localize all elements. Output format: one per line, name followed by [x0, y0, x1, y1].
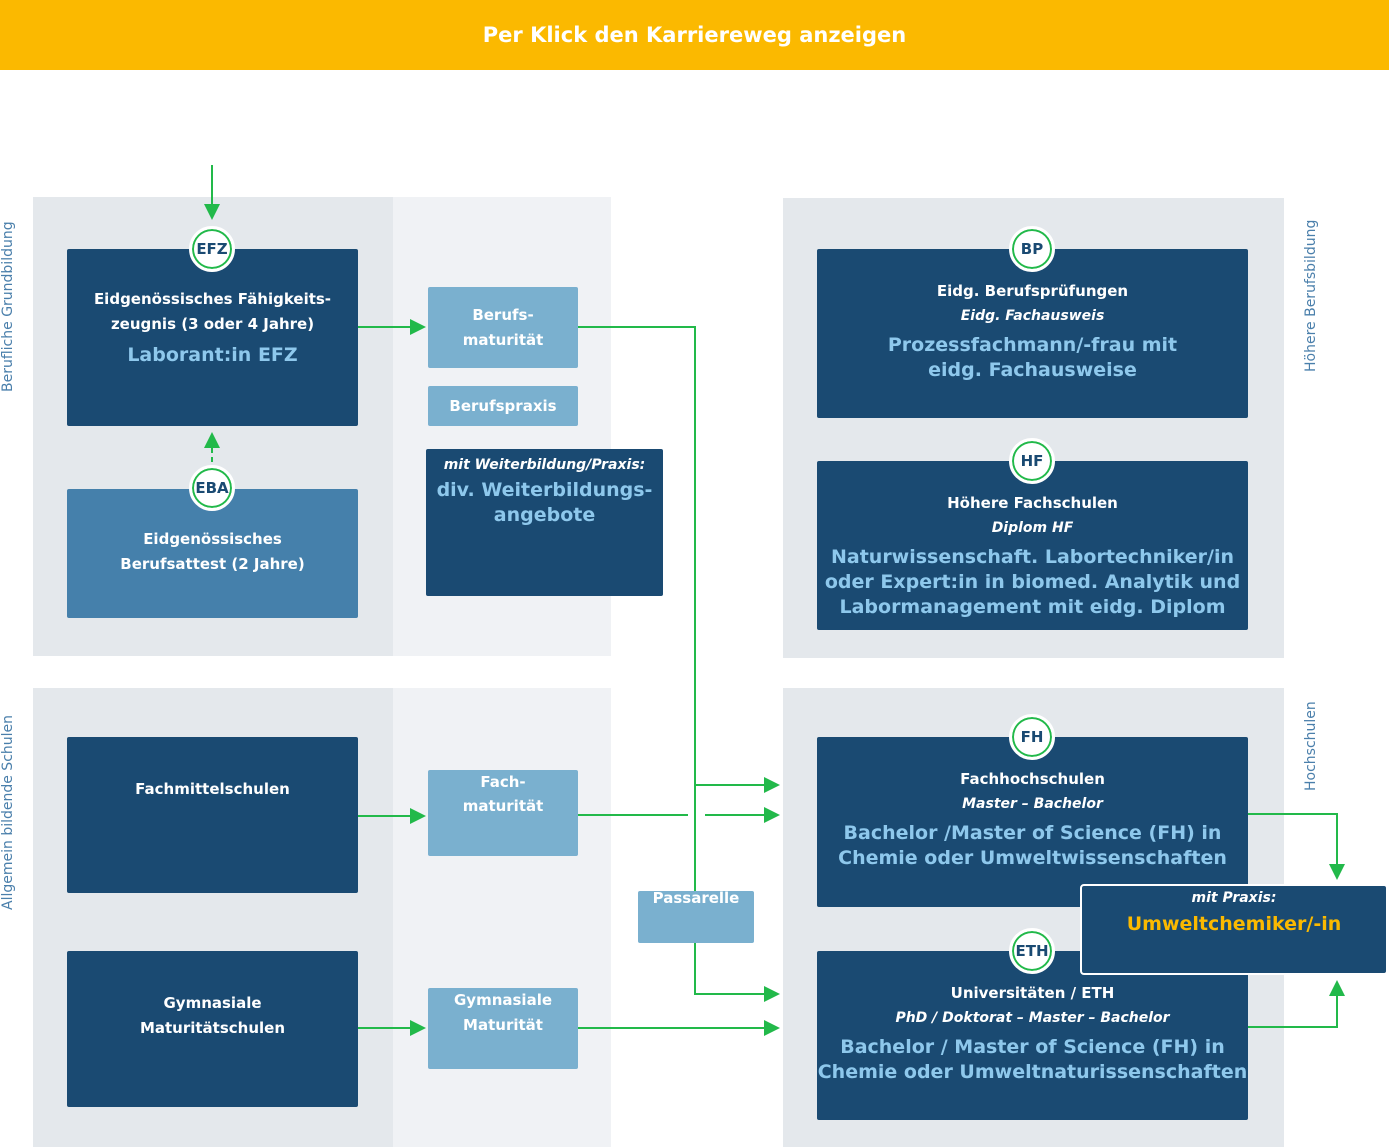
hf-box[interactable]: Höhere Fachschulen Diplom HF Naturwissen… — [817, 461, 1248, 630]
fh-badge: FH — [1009, 714, 1055, 760]
efz-line1: Eidgenössisches Fähigkeits- — [93, 290, 332, 308]
eth-title: Universitäten / ETH — [950, 984, 1115, 1002]
fachmaturitaet-box[interactable]: Fach- maturität — [428, 770, 578, 856]
weiterbildung-line1: div. Weiterbildungs- — [436, 479, 653, 501]
berufspraxis-box[interactable]: Berufspraxis — [428, 386, 578, 426]
header-banner[interactable]: Per Klick den Karriereweg anzeigen — [0, 0, 1389, 70]
efz-line2: zeugnis (3 oder 4 Jahre) — [110, 315, 315, 333]
panel-allgemein-right — [393, 688, 611, 1147]
bp-hl1: Prozessfachmann/-frau mit — [887, 334, 1178, 356]
eth-hl1: Bachelor / Master of Science (FH) in — [840, 1036, 1225, 1058]
praxis-intro: mit Praxis: — [1191, 890, 1277, 906]
eth-hl2: Chemie oder Umweltnaturissenschaften — [817, 1061, 1248, 1083]
hf-title: Höhere Fachschulen — [947, 494, 1118, 512]
arrow-fh-praxis — [1248, 813, 1345, 880]
eba-badge: EBA — [189, 465, 235, 511]
gym-line1: Gymnasiale — [163, 994, 262, 1012]
fh-box[interactable]: Fachhochschulen Master – Bachelor Bachel… — [817, 737, 1248, 907]
bp-sub: Eidg. Fachausweis — [960, 308, 1105, 324]
bp-hl2: eidg. Fachausweise — [928, 359, 1137, 381]
eth-box[interactable]: Universitäten / ETH PhD / Doktorat – Mas… — [817, 951, 1248, 1120]
hf-hl3: Labormanagement mit eidg. Diplom — [839, 596, 1226, 618]
fachmittelschulen-box[interactable]: Fachmittelschulen — [67, 737, 358, 893]
efz-highlight: Laborant:in EFZ — [127, 344, 298, 366]
praxis-box[interactable]: mit Praxis: Umweltchemiker/-in — [1080, 884, 1388, 975]
gm-line2: Maturität — [463, 1016, 543, 1034]
arrow-bm-eth — [578, 326, 780, 1002]
gym-line2: Maturitätschulen — [139, 1019, 286, 1037]
fms-label: Fachmittelschulen — [135, 780, 290, 798]
hf-badge: HF — [1009, 438, 1055, 484]
fh-hl2: Chemie oder Umweltwissenschaften — [838, 847, 1227, 869]
berufsmaturitaet-box[interactable]: Berufs- maturität — [428, 287, 578, 368]
fh-title: Fachhochschulen — [960, 770, 1105, 788]
weiterbildung-line2: angebote — [493, 504, 596, 526]
bm-line2: maturität — [462, 330, 544, 349]
hf-sub: Diplom HF — [991, 520, 1074, 536]
hf-hl1: Naturwissenschaft. Labortechniker/in — [830, 546, 1234, 568]
berufspraxis-label: Berufspraxis — [449, 396, 557, 415]
fh-hl1: Bachelor /Master of Science (FH) in — [843, 822, 1222, 844]
fh-sub: Master – Bachelor — [962, 796, 1103, 812]
gm-line1: Gymnasiale — [453, 991, 553, 1009]
eba-line1: Eidgenössisches — [143, 530, 282, 548]
bp-title: Eidg. Berufsprüfungen — [936, 282, 1129, 300]
hf-hl2: oder Expert:in in biomed. Analytik und — [824, 571, 1241, 593]
fm-line2: maturität — [462, 797, 544, 815]
efz-box[interactable]: Eidgenössisches Fähigkeits- zeugnis (3 o… — [67, 249, 358, 426]
gym-maturitaet-box[interactable]: Gymnasiale Maturität — [428, 988, 578, 1069]
gymnasiale-box[interactable]: Gymnasiale Maturitätschulen — [67, 951, 358, 1107]
weiterbildung-intro: mit Weiterbildung/Praxis: — [443, 457, 646, 473]
arrow-eth-praxis — [1248, 980, 1345, 1028]
header-title: Per Klick den Karriereweg anzeigen — [482, 23, 907, 47]
bp-badge: BP — [1009, 226, 1055, 272]
praxis-job: Umweltchemiker/-in — [1126, 913, 1342, 935]
passarelle-box[interactable]: Passarelle — [638, 891, 754, 943]
efz-badge: EFZ — [189, 226, 235, 272]
bm-line1: Berufs- — [472, 305, 534, 324]
eth-sub: PhD / Doktorat – Master – Bachelor — [895, 1010, 1170, 1026]
passarelle-label: Passarelle — [652, 889, 740, 907]
bp-box[interactable]: Eidg. Berufsprüfungen Eidg. Fachausweis … — [817, 249, 1248, 418]
eba-line2: Berufsattest (2 Jahre) — [120, 555, 305, 573]
fm-line1: Fach- — [480, 773, 526, 791]
eth-badge: ETH — [1009, 928, 1055, 974]
weiterbildung-box[interactable]: mit Weiterbildung/Praxis: div. Weiterbil… — [426, 449, 663, 596]
